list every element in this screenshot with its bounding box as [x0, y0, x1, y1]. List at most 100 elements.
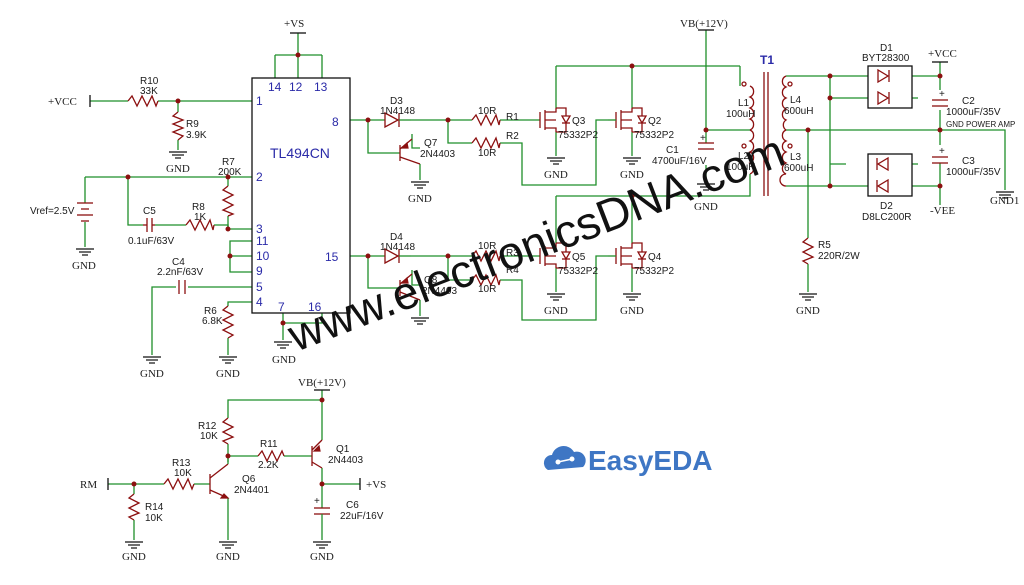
transistor-q1[interactable]: Q1 2N4403	[311, 439, 363, 469]
svg-text:1N4148: 1N4148	[380, 242, 415, 253]
resistor-r3[interactable]: 10R R3	[471, 241, 519, 263]
resistor-r2[interactable]: R2 10R	[471, 131, 519, 159]
svg-text:Vref=2.5V: Vref=2.5V	[30, 206, 75, 217]
resistor-r4[interactable]: R4 10R	[471, 265, 519, 295]
resistor-r1[interactable]: 10R R1	[471, 106, 519, 127]
svg-text:2N4403: 2N4403	[422, 286, 457, 297]
svg-text:D8LC200R: D8LC200R	[862, 212, 911, 223]
capacitor-c1[interactable]: + C1 4700uF/16V	[652, 133, 714, 167]
diode-d4[interactable]: D4 1N4148	[380, 232, 415, 265]
resistor-r11[interactable]: R11 2.2K	[257, 439, 285, 471]
svg-text:R10: R10	[140, 76, 159, 87]
svg-text:GND: GND	[272, 354, 296, 366]
mosfet-q3[interactable]: Q3 75332P2	[539, 107, 598, 141]
svg-text:10K: 10K	[174, 468, 192, 479]
svg-text:100uH: 100uH	[726, 162, 755, 173]
mosfet-q2[interactable]: Q2 75332P2	[608, 107, 674, 141]
capacitor-c2[interactable]: + C2 1000uF/35V	[932, 89, 1001, 118]
svg-text:+: +	[700, 133, 706, 144]
svg-text:GND: GND	[122, 551, 146, 563]
svg-text:BYT28300: BYT28300	[862, 53, 910, 64]
svg-text:C4: C4	[172, 257, 185, 268]
capacitor-c6[interactable]: + C6 22uF/16V	[314, 496, 384, 524]
pin-5: 5	[256, 280, 263, 294]
resistor-r5[interactable]: R5 220R/2W	[801, 237, 860, 265]
svg-text:C1: C1	[666, 145, 679, 156]
vref-source[interactable]: Vref=2.5V	[30, 202, 93, 222]
svg-text:220R/2W: 220R/2W	[818, 251, 860, 262]
mosfet-q4[interactable]: Q4 75332P2	[608, 242, 674, 277]
svg-text:1N4148: 1N4148	[380, 106, 415, 117]
svg-text:75332P2: 75332P2	[558, 266, 598, 277]
svg-text:www.electronicsDNA.com: www.electronicsDNA.com	[280, 124, 791, 362]
pin-7: 7	[278, 300, 285, 314]
ground-labels: GND GND GND GND GND GND GND GND GND GND …	[72, 163, 820, 563]
svg-text:10R: 10R	[478, 148, 496, 159]
svg-text:Q1: Q1	[336, 444, 350, 455]
svg-text:+: +	[939, 89, 945, 100]
resistor-r10[interactable]: R10 33K	[127, 76, 159, 108]
pin-15: 11	[256, 234, 269, 248]
svg-text:Q5: Q5	[572, 252, 586, 263]
chip-name: TL494CN	[270, 145, 330, 161]
svg-text:Q3: Q3	[572, 116, 586, 127]
svg-text:GND: GND	[796, 305, 820, 317]
diode-d3[interactable]: D3 1N4148	[380, 96, 415, 129]
cloud-icon	[543, 446, 586, 470]
svg-text:D2: D2	[880, 201, 893, 212]
resistor-r6[interactable]: R6 6.8K	[202, 305, 235, 339]
svg-text:600uH: 600uH	[784, 163, 813, 174]
svg-text:1K: 1K	[194, 212, 207, 223]
svg-text:R12: R12	[198, 421, 217, 432]
capacitor-c5[interactable]: C5 0.1uF/63V	[128, 206, 174, 247]
resistor-r9[interactable]: R9 3.9K	[171, 111, 207, 141]
transformer-t1[interactable]: T1 L1 100uH L2 100uH L4 600uH L3 600uH	[726, 53, 813, 196]
pin-3: 3	[256, 222, 263, 236]
diode-pack-d2[interactable]: D2 D8LC200R	[862, 153, 913, 223]
svg-text:200K: 200K	[218, 167, 242, 178]
svg-text:C3: C3	[962, 156, 975, 167]
tl494cn-chip[interactable]: TL494CN 14 12 13 1 2 3 11 10 9 5 4 7 16 …	[251, 77, 351, 314]
svg-text:GND: GND	[140, 368, 164, 380]
svg-text:GND: GND	[166, 163, 190, 175]
resistor-r7[interactable]: R7 200K	[218, 157, 242, 217]
svg-text:2N4403: 2N4403	[420, 149, 455, 160]
capacitor-c4[interactable]: C4 2.2nF/63V	[157, 257, 203, 294]
svg-text:10R: 10R	[478, 284, 496, 295]
resistor-r8[interactable]: R8 1K	[185, 202, 215, 232]
svg-text:D1: D1	[880, 43, 893, 54]
transistor-q7[interactable]: Q7 2N4403	[399, 138, 455, 165]
svg-text:10K: 10K	[200, 431, 218, 442]
net-gnd-power-amp: GND POWER AMP	[946, 120, 1015, 129]
net-vs-top: +VS	[284, 18, 304, 30]
svg-text:4700uF/16V: 4700uF/16V	[652, 156, 707, 167]
svg-text:100uH: 100uH	[726, 109, 755, 120]
net-vs-out: +VS	[366, 479, 386, 491]
pin-11: 12	[289, 80, 303, 94]
resistor-r13[interactable]: R13 10K	[163, 458, 195, 491]
net-gnd1: GND1	[990, 195, 1019, 207]
svg-text:+: +	[939, 146, 945, 157]
capacitor-c3[interactable]: + C3 1000uF/35V	[932, 146, 1001, 178]
diode-pack-d1[interactable]: D1 BYT28300	[862, 43, 913, 109]
resistor-r12[interactable]: R12 10K	[198, 417, 235, 445]
svg-text:R8: R8	[192, 202, 205, 213]
net-vee-out: -VEE	[930, 205, 955, 217]
mosfet-q5[interactable]: Q5 75332P2	[539, 242, 598, 277]
svg-text:L3: L3	[790, 152, 802, 163]
pin-16: 16	[308, 300, 322, 314]
pin-12: 13	[314, 80, 328, 94]
net-vb-top: VB(+12V)	[680, 18, 728, 30]
transistor-q8[interactable]: Q8 2N4403	[399, 273, 457, 301]
svg-text:C6: C6	[346, 500, 359, 511]
net-vcc-out: +VCC	[928, 48, 957, 60]
svg-text:R11: R11	[260, 439, 278, 450]
watermark: www.electronicsDNA.com	[280, 124, 791, 362]
resistor-r14[interactable]: R14 10K	[127, 493, 164, 524]
pin-4: 4	[256, 295, 263, 309]
svg-text:R3: R3	[506, 248, 519, 259]
svg-text:1000uF/35V: 1000uF/35V	[946, 107, 1001, 118]
svg-text:600uH: 600uH	[784, 106, 813, 117]
pin-1: 1	[256, 94, 263, 108]
svg-text:33K: 33K	[140, 86, 158, 97]
